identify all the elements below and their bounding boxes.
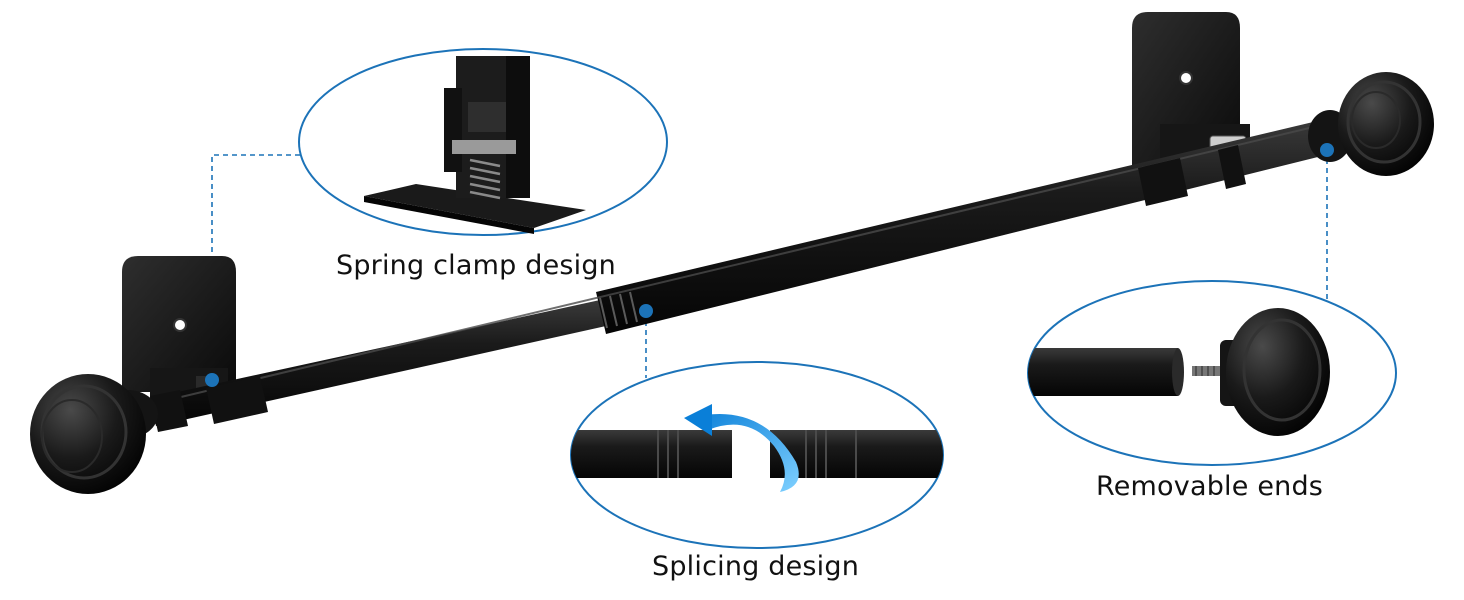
callout-removable-ends	[1027, 280, 1397, 466]
label-spring-clamp-design: Spring clamp design	[336, 250, 616, 281]
callout-splicing	[570, 361, 944, 549]
left-wall-bracket	[122, 256, 236, 398]
removable-finial-icon	[1028, 308, 1330, 436]
label-splicing-design: Splicing design	[652, 551, 860, 582]
dot-splicing	[639, 304, 653, 318]
spring-clamp-icon	[364, 56, 586, 234]
left-finial-knob	[30, 374, 158, 494]
right-finial-knob	[1308, 72, 1434, 176]
dot-spring-clamp	[205, 373, 219, 387]
splice-joint-icon	[571, 404, 943, 492]
callout-dots	[205, 143, 1334, 387]
callout-spring-clamp	[298, 48, 668, 236]
curtain-rod	[150, 118, 1338, 432]
label-removable-ends: Removable ends	[1096, 471, 1324, 502]
dot-removable	[1320, 143, 1334, 157]
